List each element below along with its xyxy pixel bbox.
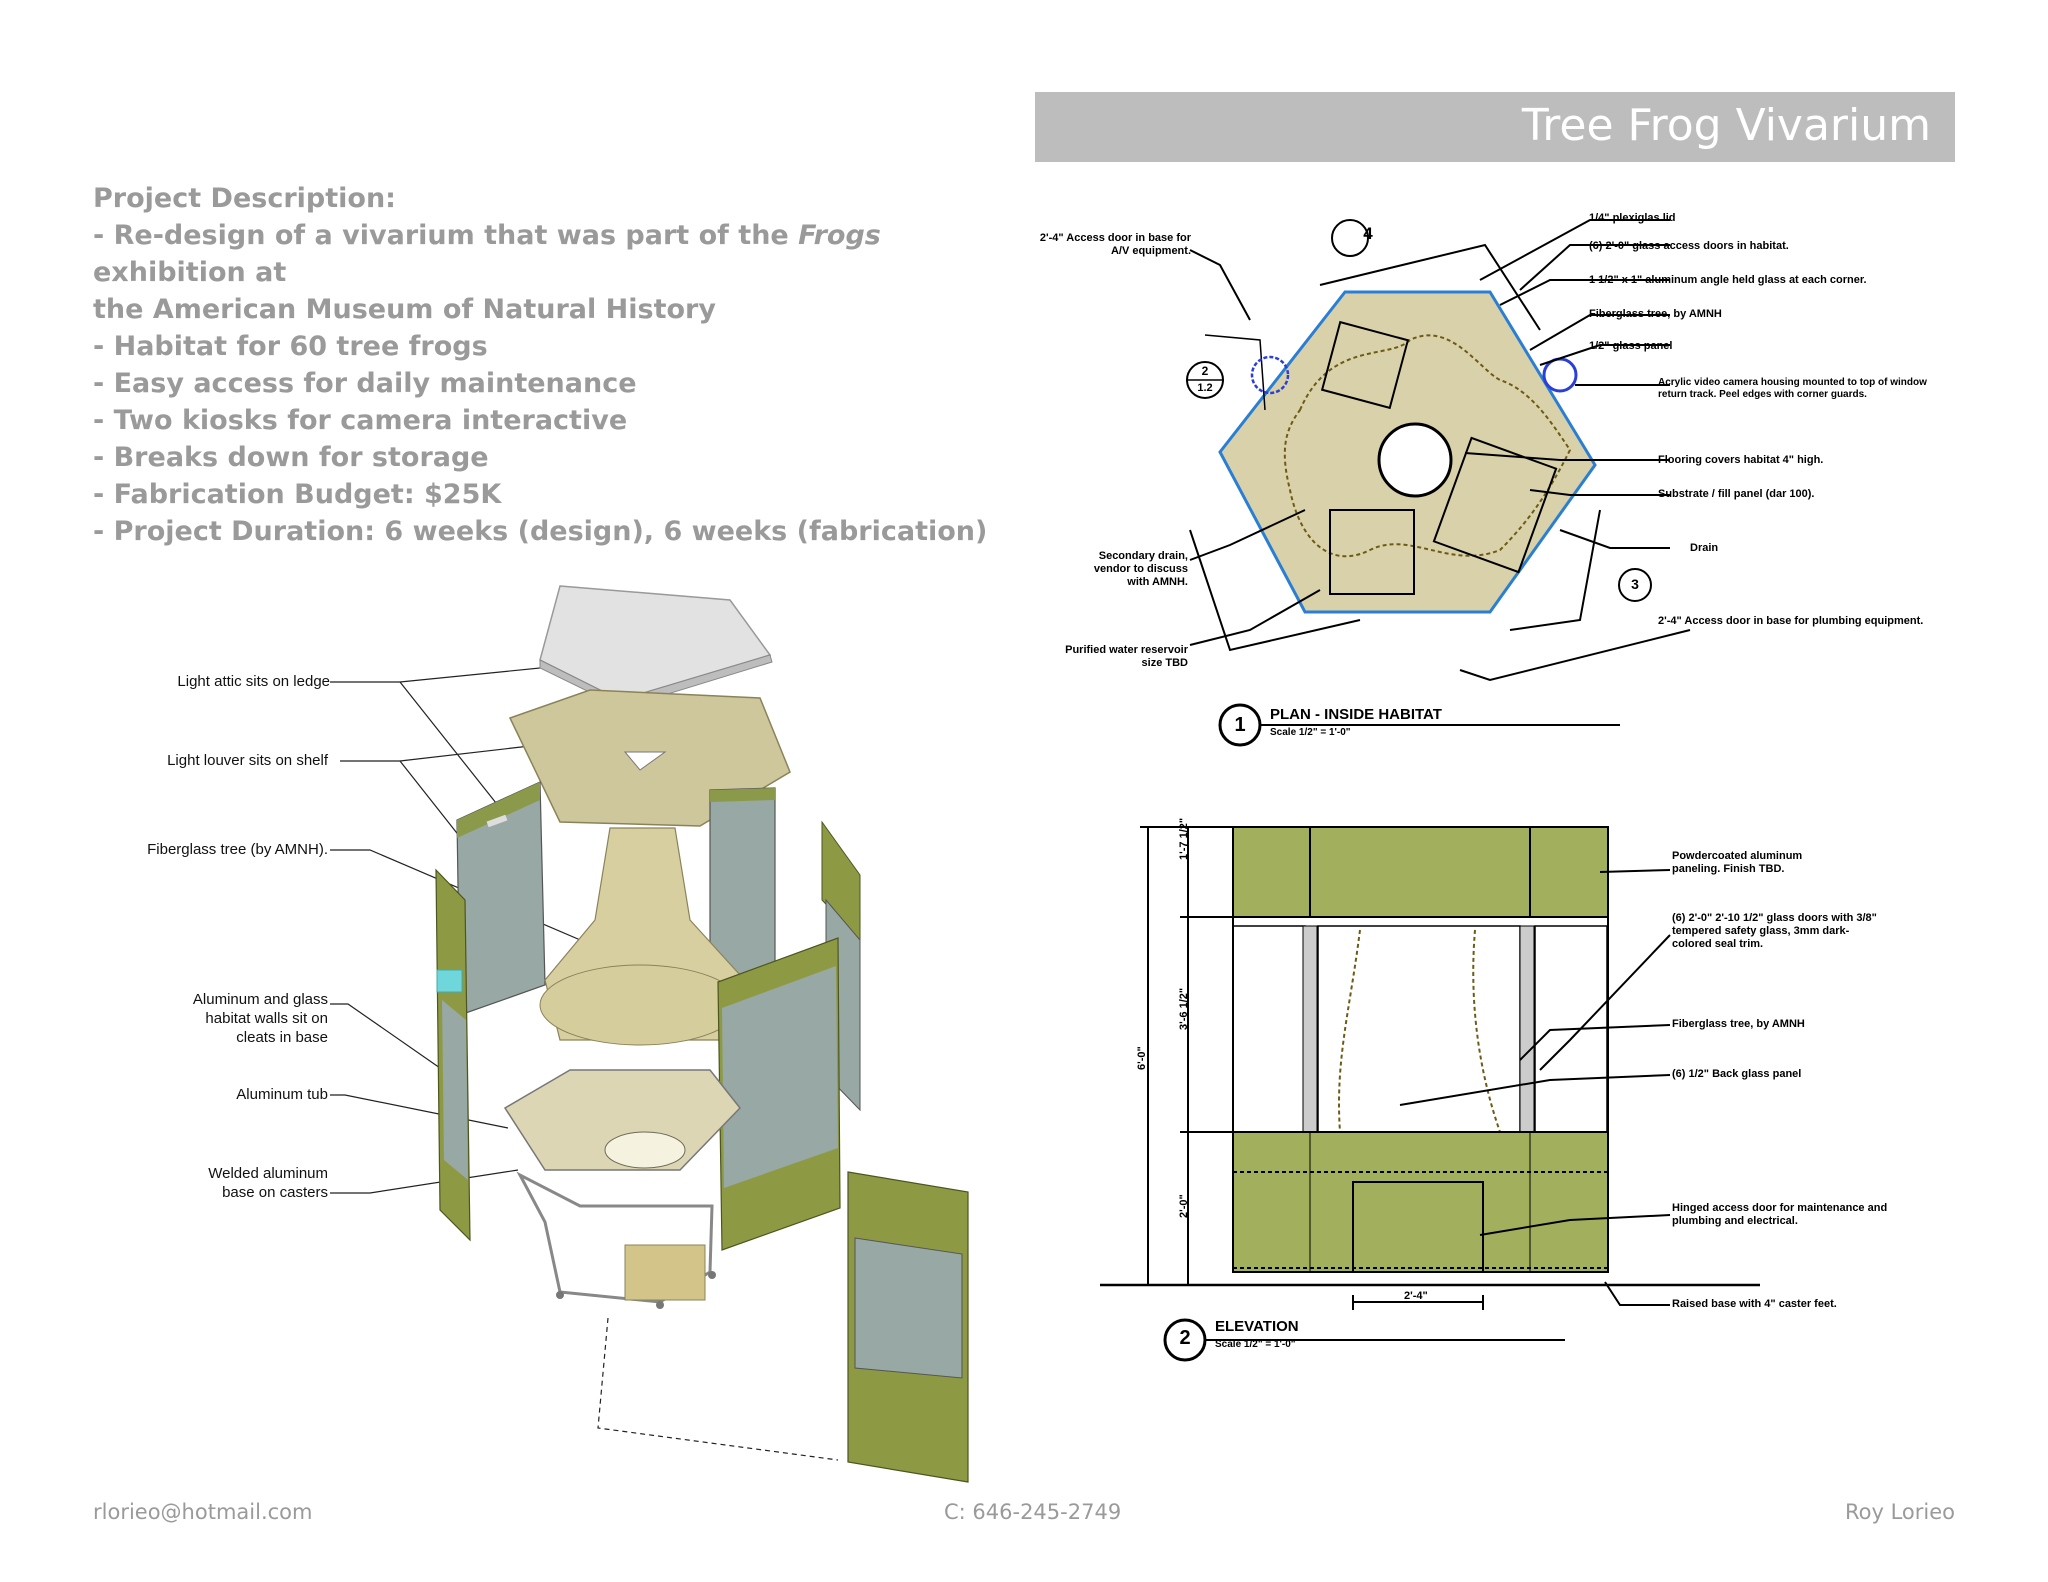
project-description: Project Description: - Re-design of a vi… bbox=[93, 180, 993, 550]
description-bullet: - Breaks down for storage bbox=[93, 442, 489, 473]
footer-phone: C: 646-245-2749 bbox=[944, 1500, 1122, 1524]
plan-callout-number: 1 bbox=[1234, 714, 1246, 736]
elevation-callout-number: 2 bbox=[1179, 1327, 1191, 1349]
plan-note-plumbing: 2'-4" Access door in base for plumbing e… bbox=[1658, 615, 1924, 627]
footer-email: rlorieo@hotmail.com bbox=[93, 1500, 313, 1524]
description-line-1-pre: - Re-design of a vivarium that was part … bbox=[93, 220, 799, 251]
elevation-scale: Scale 1/2" = 1'-0" bbox=[1215, 1339, 1296, 1350]
elevation-dim-bottom: 2'-0" bbox=[1178, 1194, 1190, 1218]
label-habitat-walls-line-1: Aluminum and glass bbox=[192, 991, 328, 1008]
label-light-attic: Light attic sits on ledge bbox=[177, 673, 330, 690]
plan-note-access-av: 2'-4" Access door in base for A/V equipm… bbox=[1039, 232, 1191, 257]
plan-note-glass-doors: (6) 2'-0" glass access doors in habitat. bbox=[1589, 240, 1789, 252]
description-line-1-italic: Frogs bbox=[798, 220, 881, 251]
description-bullet: - Fabrication Budget: $25K bbox=[93, 479, 502, 510]
label-welded-base: Welded aluminum base on casters bbox=[140, 1164, 328, 1202]
plan-note-corner-angle: 1 1/2" x 1" aluminum angle held glass at… bbox=[1589, 274, 1867, 286]
description-line-1-post: exhibition at bbox=[93, 257, 287, 288]
description-bullet: - Habitat for 60 tree frogs bbox=[93, 331, 488, 362]
elevation-dim-middle: 3'-6 1/2" bbox=[1178, 987, 1190, 1030]
elevation-note-tree: Fiberglass tree, by AMNH bbox=[1672, 1018, 1805, 1030]
tub-hole bbox=[604, 1131, 686, 1169]
plan-note-secondary-drain: Secondary drain, vendor to discuss with … bbox=[1093, 550, 1188, 588]
label-welded-base-line-1: Welded aluminum bbox=[208, 1165, 328, 1182]
description-bullet: - Two kiosks for camera interactive bbox=[93, 405, 628, 436]
plan-tag-top: 4 bbox=[1363, 224, 1373, 243]
label-habitat-walls-line-3: cleats in base bbox=[236, 1029, 328, 1046]
plan-tag-left-bot: 1.2 bbox=[1197, 382, 1213, 394]
plan-scale: Scale 1/2" = 1'-0" bbox=[1270, 727, 1351, 738]
exploded-vivarium-drawing bbox=[330, 585, 969, 1483]
plan-tag-left-top: 2 bbox=[1201, 364, 1209, 378]
plan-note-flooring: Flooring covers habitat 4" high. bbox=[1658, 454, 1824, 466]
label-light-louver: Light louver sits on shelf bbox=[167, 752, 328, 769]
elevation-note-caster-feet: Raised base with 4" caster feet. bbox=[1672, 1298, 1837, 1310]
plan-drawing bbox=[1186, 219, 1691, 747]
label-habitat-walls-line-2: habitat walls sit on bbox=[205, 1010, 328, 1027]
label-aluminum-tub: Aluminum tub bbox=[236, 1086, 328, 1103]
elevation-dim-door: 2'-4" bbox=[1404, 1290, 1428, 1302]
label-welded-base-line-2: base on casters bbox=[222, 1184, 328, 1201]
plan-note-camera: Acrylic video camera housing mounted to … bbox=[1658, 377, 1927, 400]
label-fiberglass-tree: Fiberglass tree (by AMNH). bbox=[147, 841, 328, 858]
plan-tag-right: 3 bbox=[1631, 576, 1639, 592]
description-line-2: the American Museum of Natural History bbox=[93, 294, 716, 325]
elevation-note-glass-doors: (6) 2'-0" 2'-10 1/2" glass doors with 3/… bbox=[1672, 912, 1877, 950]
plan-title: PLAN - INSIDE HABITAT bbox=[1270, 706, 1442, 723]
description-line-1: - Re-design of a vivarium that was part … bbox=[93, 217, 993, 291]
elevation-title: ELEVATION bbox=[1215, 1318, 1299, 1335]
plan-note-purified-water: Purified water reservoir size TBD bbox=[1065, 644, 1188, 669]
elevation-dim-total: 6'-0" bbox=[1136, 1046, 1148, 1070]
footer-name: Roy Lorieo bbox=[1844, 1500, 1955, 1524]
elevation-note-powdercoat: Powdercoated aluminum paneling. Finish T… bbox=[1672, 850, 1803, 875]
elevation-note-access-door: Hinged access door for maintenance and p… bbox=[1672, 1202, 1888, 1227]
plan-note-drain: Drain bbox=[1690, 542, 1719, 554]
description-heading: Project Description: bbox=[93, 183, 396, 214]
plan-note-glass-panel: 1/2" glass panel bbox=[1589, 340, 1673, 352]
page-title: Tree Frog Vivarium bbox=[1521, 100, 1931, 151]
description-bullet: - Project Duration: 6 weeks (design), 6 … bbox=[93, 516, 988, 547]
plan-note-substrate: Substrate / fill panel (dar 100). bbox=[1658, 488, 1815, 500]
elevation-dim-top: 1'-7 1/2" bbox=[1178, 817, 1190, 860]
label-habitat-walls: Aluminum and glass habitat walls sit on … bbox=[140, 990, 328, 1047]
plan-note-plexi-lid: 1/4" plexiglas lid bbox=[1589, 212, 1676, 224]
description-bullet: - Easy access for daily maintenance bbox=[93, 368, 637, 399]
elevation-note-glass-panel: (6) 1/2" Back glass panel bbox=[1672, 1068, 1802, 1080]
elevation-drawing bbox=[1100, 826, 1760, 1362]
title-bar: Tree Frog Vivarium bbox=[1035, 92, 1955, 162]
plan-note-tree: Fiberglass tree, by AMNH bbox=[1589, 308, 1722, 320]
